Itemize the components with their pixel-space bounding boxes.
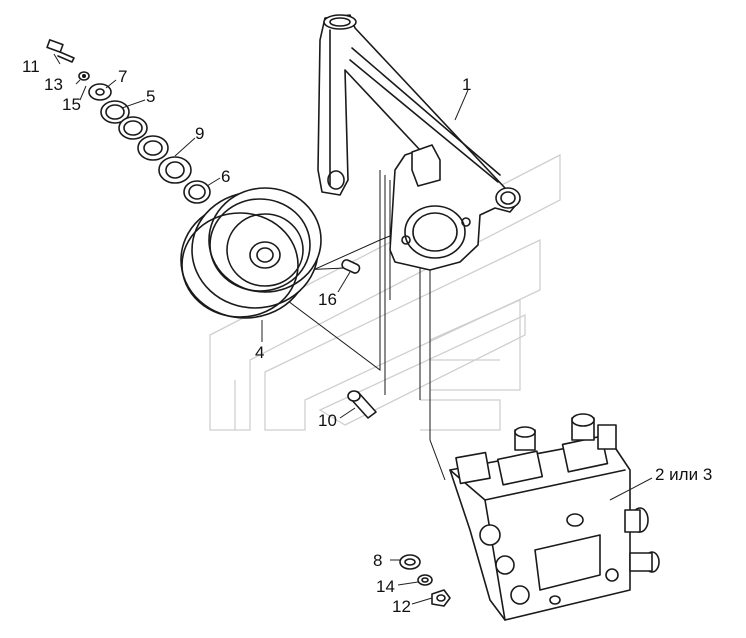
label-7: 7 [118,67,127,86]
nut-part-12 [431,589,451,607]
label-2: 2 или 3 [655,465,712,484]
leader-lines [53,53,653,605]
label-8: 8 [373,551,382,570]
label-14: 14 [376,577,395,596]
label-1: 1 [462,75,471,94]
bolt-part-11 [46,39,75,63]
washer-part-8 [399,554,421,570]
label-12: 12 [392,597,411,616]
bracket-arm-part-1 [317,14,521,271]
bolt-part-10 [347,390,377,419]
ring-part-5 [100,100,148,140]
label-15: 15 [62,95,81,114]
ring-part-9 [137,135,192,184]
washer-part-14 [417,574,433,586]
watermark-logo [209,153,561,431]
label-16: 16 [318,290,337,309]
washers-parts-13-15 [78,71,90,81]
label-6: 6 [221,167,230,186]
pin-part-16 [341,259,361,274]
label-11: 11 [22,57,40,76]
label-5: 5 [146,87,155,106]
label-4: 4 [255,343,264,362]
label-13: 13 [44,75,63,94]
washer-part-7 [88,83,112,101]
valve-block-part-2-3 [449,413,660,621]
label-10: 10 [318,411,337,430]
label-9: 9 [195,124,204,143]
bushing-part-6 [183,180,211,204]
callout-labels: 1 2 или 3 4 5 6 7 8 9 10 11 12 13 14 15 … [22,57,712,616]
pulley-part-4 [180,187,322,319]
